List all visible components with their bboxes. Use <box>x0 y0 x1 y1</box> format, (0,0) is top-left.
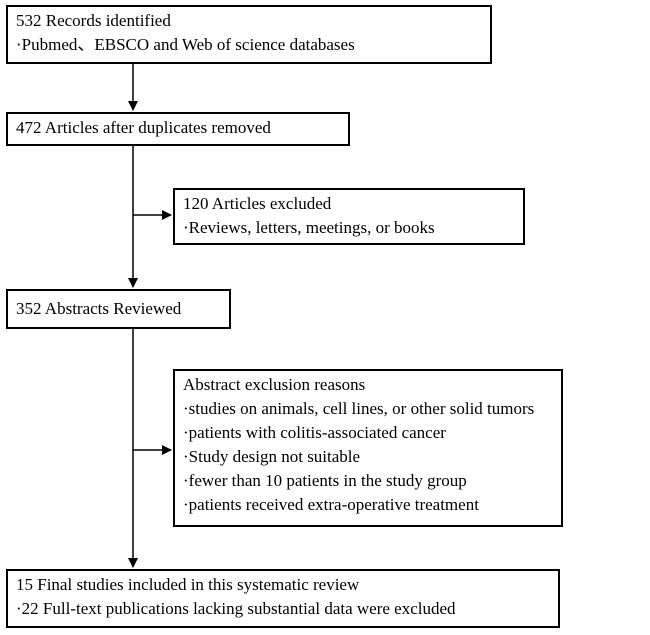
records-identified-title: 532 Records identified <box>16 11 171 30</box>
abstract-exclusion-reason: ·fewer than 10 patients in the study gro… <box>183 471 467 490</box>
final-studies-detail: ·22 Full-text publications lacking subst… <box>16 599 456 618</box>
final-studies-box: 15 Final studies included in this system… <box>6 569 560 628</box>
articles-excluded-detail: ·Reviews, letters, meetings, or books <box>183 218 435 237</box>
abstract-exclusion-reason: ·studies on animals, cell lines, or othe… <box>183 399 535 418</box>
abstract-exclusion-reason: ·Study design not suitable <box>183 447 361 466</box>
final-studies-title: 15 Final studies included in this system… <box>16 575 360 594</box>
duplicates-removed-title: 472 Articles after duplicates removed <box>16 118 271 137</box>
abstracts-reviewed-box: 352 Abstracts Reviewed <box>6 289 231 329</box>
abstracts-reviewed-title: 352 Abstracts Reviewed <box>16 299 182 318</box>
articles-excluded-title: 120 Articles excluded <box>183 194 332 213</box>
abstract-exclusion-box: Abstract exclusion reasons ·studies on a… <box>173 369 563 527</box>
abstract-exclusion-reason: ·patients received extra-operative treat… <box>183 495 479 514</box>
abstract-exclusion-title: Abstract exclusion reasons <box>183 375 366 394</box>
articles-excluded-box: 120 Articles excluded ·Reviews, letters,… <box>173 188 525 245</box>
duplicates-removed-box: 472 Articles after duplicates removed <box>6 112 350 146</box>
records-identified-box: 532 Records identified ·Pubmed、EBSCO and… <box>6 5 492 64</box>
records-identified-detail: ·Pubmed、EBSCO and Web of science databas… <box>16 35 355 54</box>
abstract-exclusion-reason: ·patients with colitis-associated cancer <box>183 423 446 442</box>
